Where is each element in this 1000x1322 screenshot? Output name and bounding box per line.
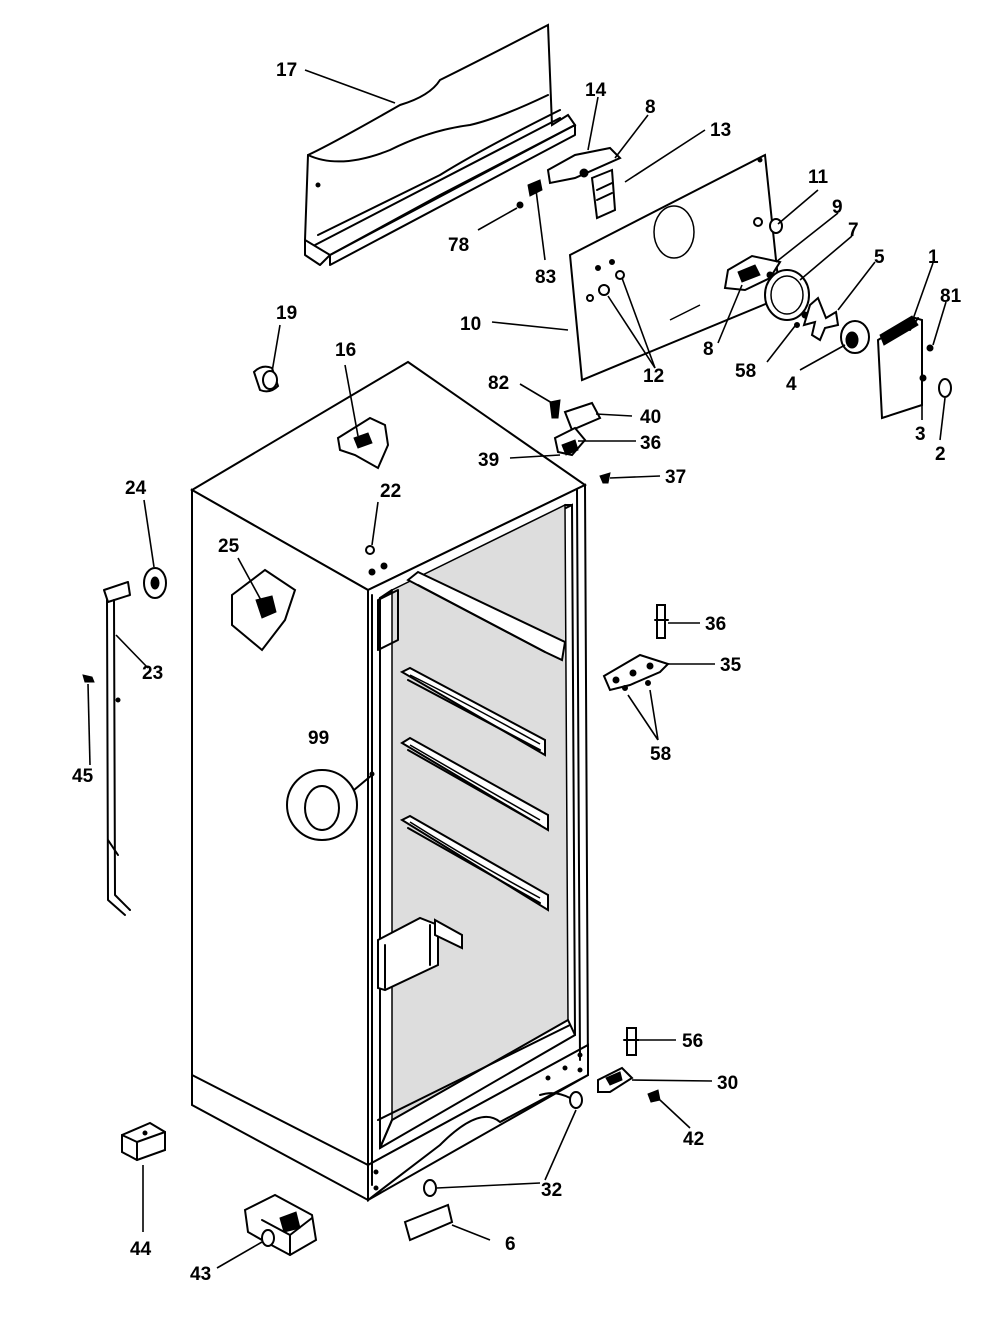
part-22-plug xyxy=(365,545,375,555)
part-36-hinge xyxy=(553,426,587,457)
part-25-insulation-patch xyxy=(231,568,297,652)
label-6: 6 xyxy=(505,1234,516,1255)
label-12: 12 xyxy=(643,366,664,387)
label-43: 43 xyxy=(190,1264,211,1285)
part-36-mid-hinge-pin xyxy=(654,604,669,639)
part-2-knob xyxy=(938,378,952,398)
part-78-screw xyxy=(516,201,524,209)
label-82: 82 xyxy=(488,373,509,394)
part-42-screw xyxy=(647,1089,661,1103)
part-23-drain-tube xyxy=(103,581,131,916)
label-3: 3 xyxy=(915,424,926,445)
part-58-screw-top xyxy=(794,322,800,328)
part-7-fan-motor xyxy=(764,269,810,321)
label-36-top: 36 xyxy=(640,433,661,454)
part-14-bracket xyxy=(546,146,622,185)
part-5-fan-blade xyxy=(802,296,840,342)
label-10: 10 xyxy=(460,314,481,335)
part-81-screw xyxy=(926,344,934,352)
label-83: 83 xyxy=(535,267,556,288)
shelf-rail-1 xyxy=(406,570,567,662)
leader-lines xyxy=(87,69,947,1269)
part-4-fan-shroud xyxy=(840,320,870,354)
part-45-clip xyxy=(82,674,95,683)
label-36-mid: 36 xyxy=(705,614,726,635)
label-58-mid: 58 xyxy=(650,744,671,765)
label-7: 7 xyxy=(848,220,859,241)
part-35-hinge-bracket xyxy=(602,653,670,692)
shelf-rail-2 xyxy=(399,666,546,757)
part-82-screw xyxy=(549,399,561,419)
crisper-support xyxy=(377,916,463,992)
label-58-top: 58 xyxy=(735,361,756,382)
label-19: 19 xyxy=(276,303,297,324)
label-2: 2 xyxy=(935,444,946,465)
part-1-thermostat xyxy=(876,315,923,420)
label-8-bottom: 8 xyxy=(703,339,714,360)
callout-labels: 17 14 8 13 78 83 10 11 9 7 5 1 81 8 12 5… xyxy=(72,60,962,1285)
label-56: 56 xyxy=(682,1031,703,1052)
label-81: 81 xyxy=(940,286,962,307)
label-39: 39 xyxy=(478,450,499,471)
label-78: 78 xyxy=(448,235,469,256)
part-56-hinge-pin xyxy=(623,1027,640,1056)
label-99: 99 xyxy=(308,728,329,749)
shelf-rail-4 xyxy=(399,814,549,912)
part-6-toe-grille xyxy=(403,1203,454,1242)
label-24: 24 xyxy=(125,478,147,499)
label-35: 35 xyxy=(720,655,742,676)
part-44-leveler-block xyxy=(121,1121,166,1162)
label-23: 23 xyxy=(142,663,163,684)
label-44: 44 xyxy=(130,1239,152,1260)
label-37: 37 xyxy=(665,467,686,488)
label-5: 5 xyxy=(874,247,885,268)
label-32: 32 xyxy=(541,1180,562,1201)
label-14: 14 xyxy=(585,80,607,101)
label-13: 13 xyxy=(710,120,731,141)
label-8-top: 8 xyxy=(645,97,656,118)
label-11: 11 xyxy=(808,167,829,188)
part-13-light-socket xyxy=(590,168,617,220)
label-42: 42 xyxy=(683,1129,704,1150)
part-30-bottom-hinge xyxy=(597,1066,634,1093)
label-1: 1 xyxy=(928,247,939,268)
part-83-screw xyxy=(527,179,543,197)
label-40: 40 xyxy=(640,407,661,428)
shelf-rail-3 xyxy=(400,736,549,832)
part-16-insulation-patch xyxy=(336,416,390,470)
label-4: 4 xyxy=(786,374,797,395)
part-24-grommet xyxy=(143,567,167,599)
part-9-bracket xyxy=(723,254,782,292)
label-25: 25 xyxy=(218,536,240,557)
part-40-hinge-cover xyxy=(563,401,602,432)
label-9: 9 xyxy=(832,197,843,218)
part-32-leveler-plugs xyxy=(423,1091,583,1197)
part-3-shaft xyxy=(919,374,927,382)
label-22: 22 xyxy=(380,481,401,502)
part-43-roller xyxy=(243,1193,318,1257)
label-45: 45 xyxy=(72,766,94,787)
part-17-top-cover xyxy=(303,23,577,266)
part-19-cap xyxy=(252,365,280,393)
label-16: 16 xyxy=(335,340,356,361)
label-30: 30 xyxy=(717,1073,738,1094)
part-99-drain-ring xyxy=(286,769,375,841)
part-37-screw xyxy=(599,472,611,484)
label-17: 17 xyxy=(276,60,297,81)
part-58-screws-mid xyxy=(622,680,651,691)
